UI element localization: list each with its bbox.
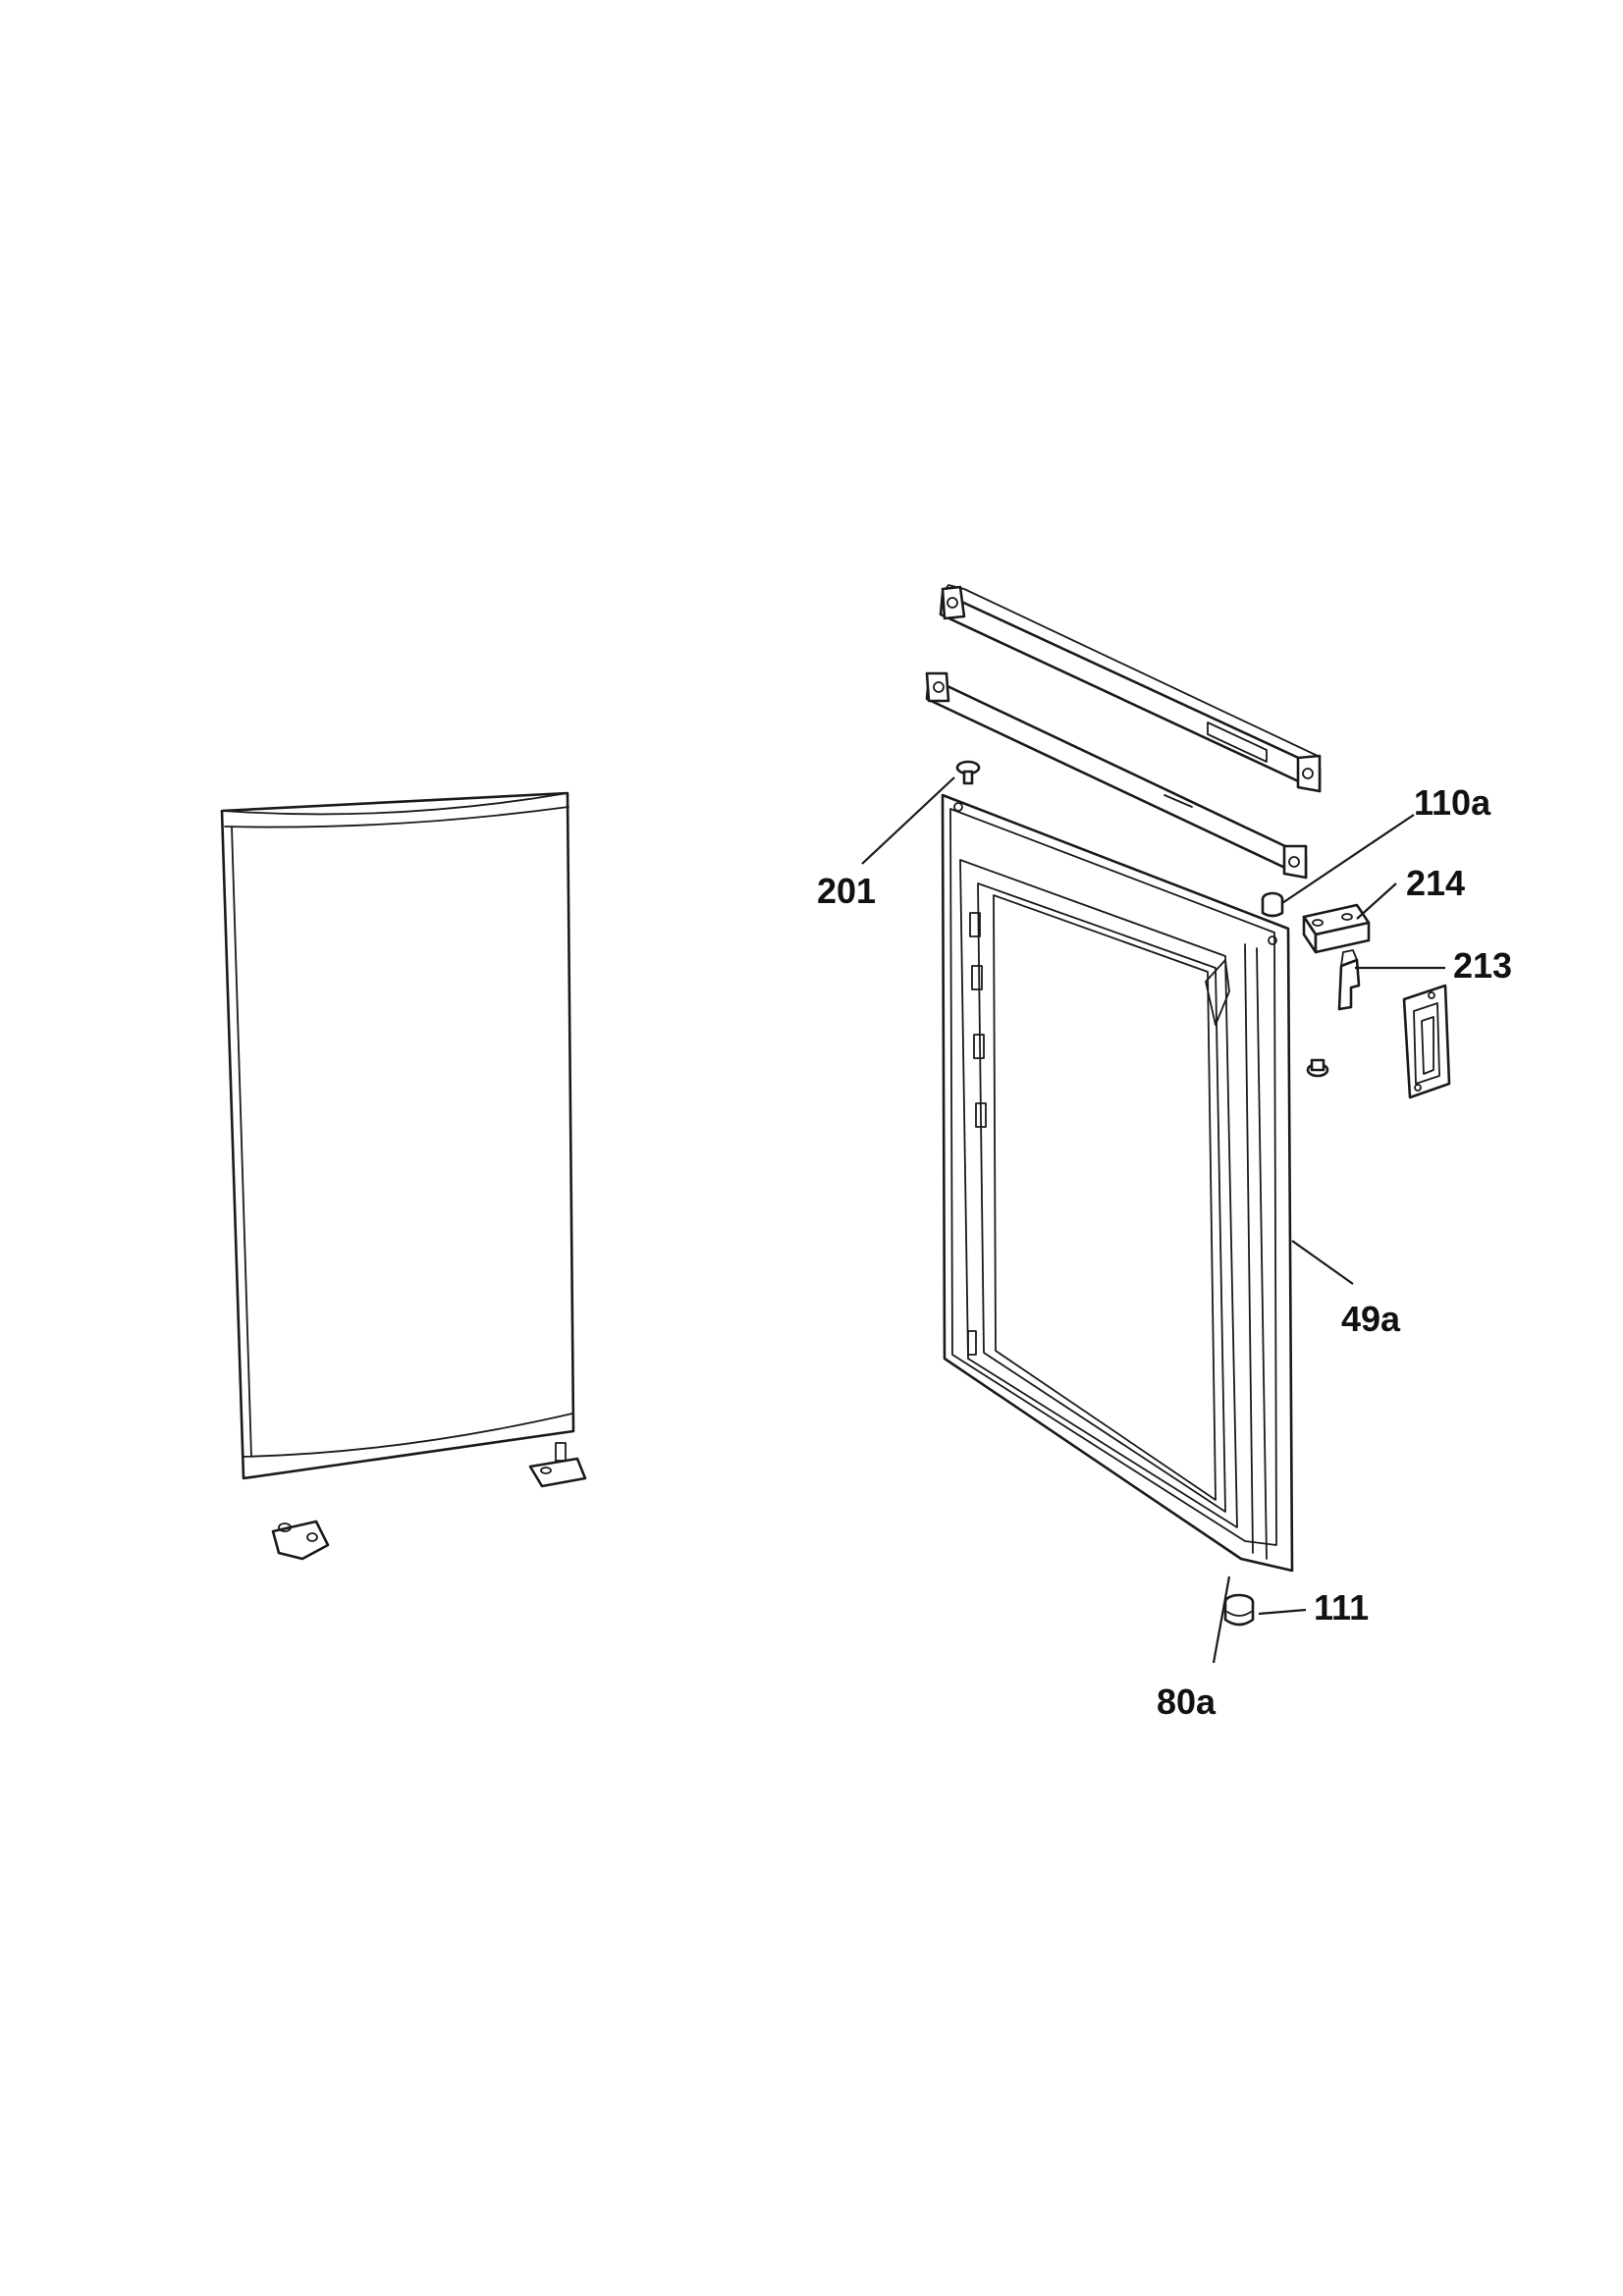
outer-door-panel xyxy=(220,791,575,1480)
label-214: 214 xyxy=(1406,863,1465,903)
part-labels: 201 110a 214 213 49a 111 80a xyxy=(817,782,1512,1722)
top-rail-upper xyxy=(939,584,1322,793)
inner-door-liner xyxy=(941,793,1294,1573)
catch-213 xyxy=(1337,949,1361,1011)
screw-201 xyxy=(955,760,981,785)
label-111: 111 xyxy=(1314,1587,1369,1628)
leader-lines xyxy=(861,776,1445,1664)
label-213: 213 xyxy=(1453,945,1512,986)
label-80a: 80a xyxy=(1157,1682,1217,1722)
lower-hinge-right xyxy=(528,1442,587,1488)
striker-plate xyxy=(1402,984,1451,1099)
label-110a: 110a xyxy=(1414,782,1491,823)
lower-hinge-left xyxy=(271,1520,330,1561)
label-201: 201 xyxy=(817,871,876,911)
foot-111 xyxy=(1223,1593,1255,1627)
screw-small xyxy=(1306,1058,1329,1078)
bushing-110a xyxy=(1261,891,1284,918)
top-rail-lower xyxy=(925,671,1308,880)
label-49a: 49a xyxy=(1341,1299,1401,1339)
hinge-plate-214 xyxy=(1302,903,1371,954)
